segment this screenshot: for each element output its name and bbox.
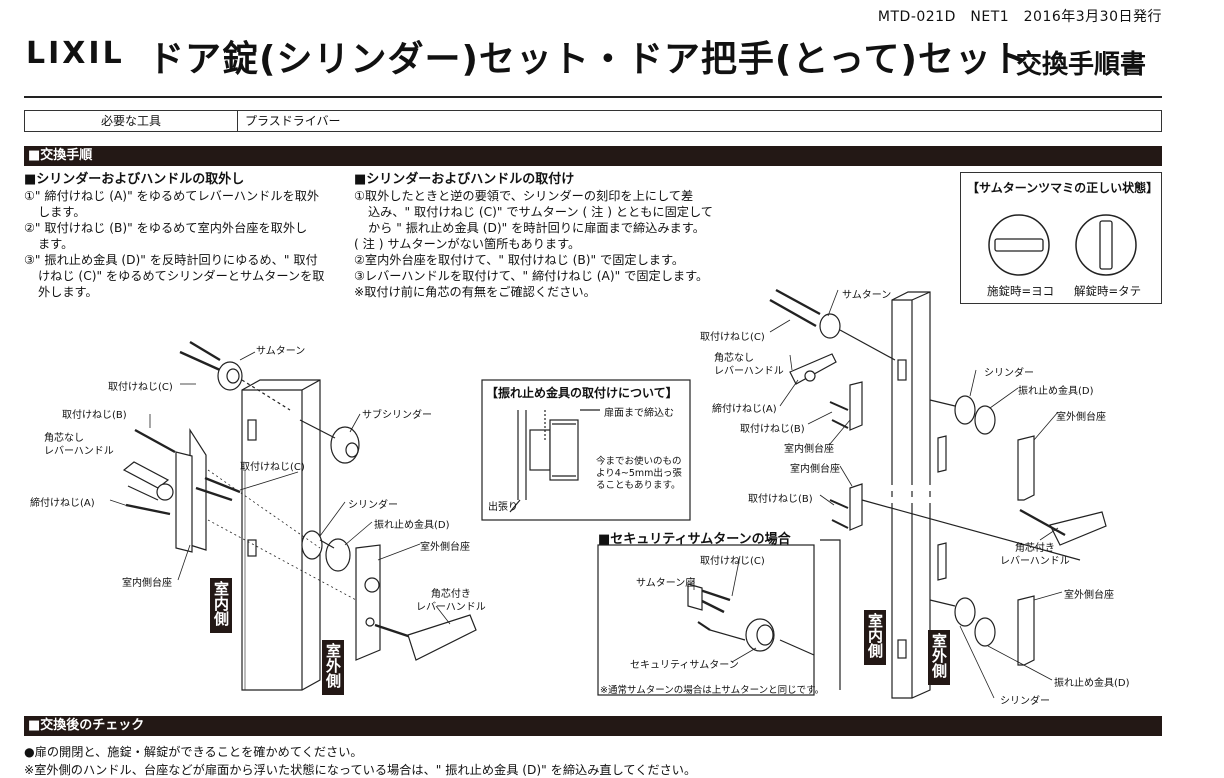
security-detail-figure xyxy=(597,544,815,696)
removal-step-line: します。 xyxy=(38,205,86,219)
left-label-thumbturn: サムターン xyxy=(256,346,306,357)
install-step-line: ( 注 ) サムターンがない箇所もあります。 xyxy=(354,237,581,251)
right-label-lever-plain-line1: 角芯なし xyxy=(714,353,754,364)
left-label-sub-cylinder: サブシリンダー xyxy=(362,410,432,421)
right-label-screw-a: 締付けねじ(A) xyxy=(712,404,777,415)
right-label-lever-plain: 角芯なし レバーハンドル xyxy=(714,352,784,378)
check-line-1: ●扉の開閉と、施錠・解錠ができることを確かめてください。 xyxy=(24,745,363,759)
right-outdoor-badge: 室外側 xyxy=(928,630,950,685)
left-door-figure xyxy=(122,340,477,691)
left-label-inner-base: 室内側台座 xyxy=(122,578,172,589)
security-label-thumbturn: セキュリティサムターン xyxy=(630,660,739,671)
antiwobble-flush-note: 扉面まで締込む xyxy=(604,408,674,419)
right-label-thumbturn: サムターン xyxy=(842,290,892,301)
antiwobble-protrude-label: 出張り xyxy=(488,502,518,513)
left-outdoor-badge: 室外側 xyxy=(322,640,344,695)
removal-step-line: ①" 締付けねじ (A)" をゆるめてレバーハンドルを取外 xyxy=(24,189,320,203)
right-label-outer-base2: 室外側台座 xyxy=(1064,590,1114,601)
security-note: ※通常サムターンの場合は上サムターンと同じです。 xyxy=(600,685,825,696)
thumbturn-state-figures xyxy=(988,214,1137,276)
right-label-inner-base1: 室内側台座 xyxy=(784,444,834,455)
left-label-antiwobble: 振れ止め金具(D) xyxy=(374,520,450,531)
header-rule xyxy=(24,96,1162,98)
antiwobble-protrude-line2: より4~5mm出っ張 xyxy=(596,468,682,479)
removal-steps: ①" 締付けねじ (A)" をゆるめてレバーハンドルを取外 します。 ②" 取付… xyxy=(24,188,344,300)
document-id: MTD-021D NET1 2016年3月30日発行 xyxy=(877,9,1162,25)
left-indoor-badge: 室内側 xyxy=(210,578,232,633)
security-label-base: サムターン座 xyxy=(636,578,696,589)
page-subtitle: 交換手順書 xyxy=(1016,50,1147,80)
install-step-line: ※取付け前に角芯の有無をご確認ください。 xyxy=(354,285,596,299)
right-indoor-text: 室内側 xyxy=(866,613,884,658)
right-door-figure xyxy=(769,288,1107,699)
install-step-line: ③レバーハンドルを取付けて、" 締付けねじ (A)" で固定します。 xyxy=(354,269,709,283)
right-label-lever-square-line1: 角芯付き xyxy=(1014,543,1055,554)
tools-value: プラスドライバー xyxy=(245,114,341,128)
left-indoor-text: 室内側 xyxy=(212,581,230,626)
right-label-antiwobble2: 振れ止め金具(D) xyxy=(1054,678,1130,689)
removal-step-line: ます。 xyxy=(38,237,74,251)
left-label-lever-square-line1: 角芯付き xyxy=(430,589,471,600)
antiwobble-detail-figure xyxy=(481,379,691,521)
right-indoor-badge: 室内側 xyxy=(864,610,886,665)
security-label-screw-c: 取付けねじ(C) xyxy=(700,556,765,567)
install-step-line: ①取外したときと逆の要領で、シリンダーの刻印を上にして差 xyxy=(354,189,694,203)
install-heading: ■シリンダーおよびハンドルの取付け xyxy=(354,172,575,187)
right-label-antiwobble1: 振れ止め金具(D) xyxy=(1018,386,1094,397)
right-label-inner-base2: 室内側台座 xyxy=(790,464,840,475)
check-line-2: ※室外側のハンドル、台座などが扉面から浮いた状態になっている場合は、" 振れ止め… xyxy=(24,763,697,777)
page-title: ドア錠(シリンダー)セット・ドア把手(とって)セット xyxy=(148,39,1029,80)
right-label-lever-square-line2: レバーハンドル xyxy=(1000,556,1070,567)
removal-heading: ■シリンダーおよびハンドルの取外し xyxy=(24,172,245,187)
tools-table: 必要な工具 プラスドライバー xyxy=(24,110,1162,132)
antiwobble-protrude-line3: ることもあります。 xyxy=(596,480,681,491)
left-label-lever-plain: 角芯なし レバーハンドル xyxy=(44,432,114,458)
install-steps: ①取外したときと逆の要領で、シリンダーの刻印を上にして差 込み、" 取付けねじ … xyxy=(354,188,744,300)
thumbturn-locked-label: 施錠時=ヨコ xyxy=(987,284,1055,298)
left-label-lever-square: 角芯付き レバーハンドル xyxy=(416,588,486,614)
removal-step-line: ②" 取付けねじ (B)" をゆるめて室内外台座を取外し xyxy=(24,221,308,235)
antiwobble-protrude-note: 今までお使いのもの より4~5mm出っ張 ることもあります。 xyxy=(596,456,682,492)
right-label-screw-c: 取付けねじ(C) xyxy=(700,332,765,343)
right-label-cylinder1: シリンダー xyxy=(984,368,1034,379)
left-label-screw-c2: 取付けねじ(C) xyxy=(240,462,305,473)
brand-logo: LIXIL xyxy=(26,36,125,71)
check-section-bar: ■交換後のチェック xyxy=(24,716,1162,736)
thumbturn-unlocked-label: 解錠時=タテ xyxy=(1074,284,1142,298)
removal-step-line: 外します。 xyxy=(38,285,98,299)
antiwobble-title: 【振れ止め金具の取付けについて】 xyxy=(486,386,678,400)
right-label-lever-square: 角芯付き レバーハンドル xyxy=(1000,542,1070,568)
right-label-cylinder2: シリンダー xyxy=(1000,696,1050,707)
right-label-lever-plain-line2: レバーハンドル xyxy=(714,366,784,377)
left-outdoor-text: 室外側 xyxy=(324,643,342,688)
antiwobble-protrude-line1: 今までお使いのもの xyxy=(596,456,682,467)
left-label-outer-base: 室外側台座 xyxy=(420,542,470,553)
thumbturn-state-box: 【サムターンツマミの正しい状態】 施錠時=ヨコ 解錠時=タテ xyxy=(960,172,1162,304)
left-label-lever-square-line2: レバーハンドル xyxy=(416,602,486,613)
right-outdoor-text: 室外側 xyxy=(930,633,948,678)
left-label-screw-b: 取付けねじ(B) xyxy=(62,410,127,421)
left-label-lever-plain-line2: レバーハンドル xyxy=(44,446,114,457)
leader-lines xyxy=(109,289,1063,699)
thumbturn-state-title: 【サムターンツマミの正しい状態】 xyxy=(967,181,1159,195)
security-heading: ■セキュリティサムターンの場合 xyxy=(598,532,791,547)
tools-label: 必要な工具 xyxy=(25,111,238,131)
right-label-outer-base1: 室外側台座 xyxy=(1056,412,1106,423)
left-label-screw-a: 締付けねじ(A) xyxy=(30,498,95,509)
install-step-line: から " 振れ止め金具 (D)" を時計回りに扉面まで締込みます。 xyxy=(368,221,705,235)
right-label-screw-b1: 取付けねじ(B) xyxy=(740,424,805,435)
install-step-line: ②室内外台座を取付けて、" 取付けねじ (B)" で固定します。 xyxy=(354,253,685,267)
left-label-screw-c1: 取付けねじ(C) xyxy=(108,382,173,393)
procedure-section-bar: ■交換手順 xyxy=(24,146,1162,166)
right-label-screw-b2: 取付けねじ(B) xyxy=(748,494,813,505)
left-label-lever-plain-line1: 角芯なし xyxy=(44,433,84,444)
left-label-cylinder: シリンダー xyxy=(348,500,398,511)
removal-step-line: ③" 振れ止め金具 (D)" を反時計回りにゆるめ、" 取付 xyxy=(24,253,318,267)
install-step-line: 込み、" 取付けねじ (C)" でサムターン ( 注 ) とともに固定して xyxy=(368,205,713,219)
thumbturn-locked-figure xyxy=(988,214,1050,276)
thumbturn-unlocked-figure xyxy=(1075,214,1137,276)
removal-step-line: けねじ (C)" をゆるめてシリンダーとサムターンを取 xyxy=(38,269,325,283)
